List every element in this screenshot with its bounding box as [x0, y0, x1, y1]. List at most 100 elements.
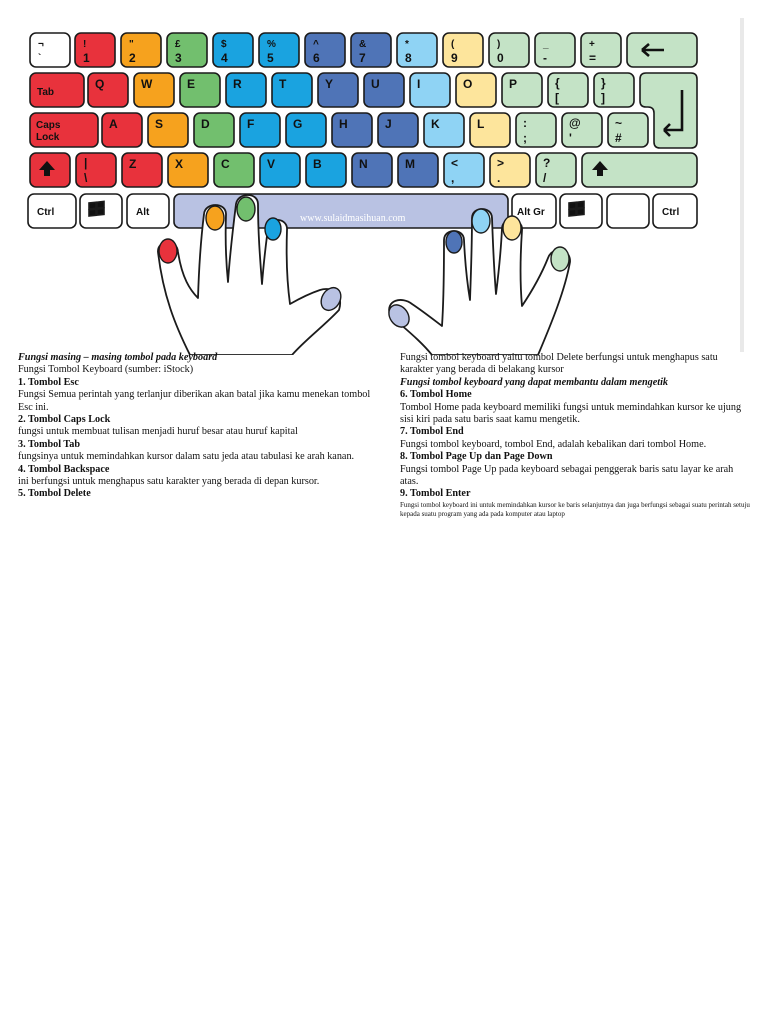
svg-text:J: J — [385, 117, 392, 131]
svg-text:Z: Z — [129, 157, 136, 171]
svg-text:R: R — [233, 77, 242, 91]
fingernail-left-middle — [236, 196, 256, 222]
keyboard-hand-position-figure: ¬` !1 "2 £3 $4 %5 ^6 &7 *8 (9 )0 _- += T… — [27, 32, 698, 355]
svg-text:3: 3 — [175, 51, 182, 65]
key-c: C — [213, 152, 255, 188]
svg-text:): ) — [497, 39, 500, 50]
key-3: £3 — [166, 32, 208, 68]
watermark-text: www.sulaidmasihuan.com — [300, 213, 406, 224]
key-backslash: |\ — [75, 152, 117, 188]
key-b: B — [305, 152, 347, 188]
fingernail-right-middle — [471, 208, 491, 234]
svg-text:$: $ — [221, 39, 227, 50]
key-w: W — [133, 72, 175, 108]
key-z: Z — [121, 152, 163, 188]
item-text-tab: fungsinya untuk memindahkan kursor dalam… — [18, 451, 355, 463]
fingernail-left-thumb — [320, 286, 342, 312]
item-text-esc: Fungsi Semua perintah yang terlanjur dib… — [18, 389, 371, 413]
key-tab: Tab — [29, 72, 85, 108]
svg-text:E: E — [187, 77, 195, 91]
item-title-enter: 9. Tombol Enter — [400, 488, 471, 500]
svg-text:6: 6 — [313, 51, 320, 65]
svg-text:2: 2 — [129, 51, 136, 65]
svg-text:M: M — [405, 157, 415, 171]
shift-arrow-icon — [39, 161, 55, 176]
key-right-ctrl: Ctrl — [652, 193, 698, 229]
key-4: $4 — [212, 32, 254, 68]
svg-text:%: % — [267, 39, 276, 50]
svg-text:K: K — [431, 117, 440, 131]
key-backspace — [626, 32, 698, 68]
svg-text:W: W — [141, 77, 153, 91]
key-right-windows — [559, 193, 603, 229]
svg-text:Alt Gr: Alt Gr — [517, 207, 545, 218]
svg-text:-: - — [543, 51, 547, 65]
right-text-column: Fungsi tombol keyboard yaitu tombol Dele… — [400, 352, 752, 519]
key-j: J — [377, 112, 419, 148]
svg-text:[: [ — [555, 91, 559, 105]
left-text-column: Fungsi masing – masing tombol pada keybo… — [18, 352, 378, 501]
fingernail-left-index — [264, 217, 282, 241]
section-heading-typing: Fungsi tombol keyboard yang dapat memban… — [400, 376, 669, 388]
key-k: K — [423, 112, 465, 148]
key-p: P — [501, 72, 543, 108]
key-g: G — [285, 112, 327, 148]
svg-text:C: C — [221, 157, 230, 171]
svg-text:@: @ — [569, 116, 581, 130]
key-left-alt: Alt — [126, 193, 170, 229]
key-equals: += — [580, 32, 622, 68]
fingernail-left-ring — [205, 205, 225, 231]
figure-caption: Fungsi Tombol Keyboard (sumber: iStock) — [18, 364, 194, 376]
svg-text:X: X — [175, 157, 183, 171]
svg-text:G: G — [293, 117, 302, 131]
svg-text:H: H — [339, 117, 348, 131]
windows-logo-icon — [568, 200, 585, 217]
svg-text:Ctrl: Ctrl — [37, 207, 54, 218]
svg-text:<: < — [451, 156, 458, 170]
svg-text:F: F — [247, 117, 254, 131]
item-text-enter: Fungsi tombol keyboard ini untuk meminda… — [400, 500, 750, 518]
key-l: L — [469, 112, 511, 148]
fingernail-right-pinky — [550, 246, 570, 272]
key-enter — [639, 72, 698, 149]
item-text-caps-lock: fungsi untuk membuat tulisan menjadi hur… — [18, 426, 298, 438]
svg-text:Ctrl: Ctrl — [662, 207, 679, 218]
fingernail-right-index — [445, 230, 463, 254]
svg-text:4: 4 — [221, 51, 228, 65]
svg-text:Q: Q — [95, 77, 104, 91]
svg-text:7: 7 — [359, 51, 366, 65]
item-text-home: Tombol Home pada keyboard memiliki fungs… — [400, 401, 742, 426]
svg-text:Tab: Tab — [37, 87, 54, 98]
enter-arrow-icon — [663, 90, 684, 137]
svg-text:1: 1 — [83, 51, 90, 65]
key-left-ctrl: Ctrl — [27, 193, 77, 229]
key-period: >. — [489, 152, 531, 188]
key-t: T — [271, 72, 313, 108]
fingernail-right-ring — [502, 215, 522, 241]
svg-text:.: . — [497, 171, 500, 185]
key-u: U — [363, 72, 405, 108]
key-0: )0 — [488, 32, 530, 68]
item-title-delete: 5. Tombol Delete — [18, 488, 91, 500]
key-r: R — [225, 72, 267, 108]
key-h: H — [331, 112, 373, 148]
image-edge-strip — [740, 18, 744, 352]
item-title-caps-lock: 2. Tombol Caps Lock — [18, 414, 111, 426]
key-x: X — [167, 152, 209, 188]
svg-text:N: N — [359, 157, 368, 171]
svg-text:': ' — [569, 131, 572, 145]
item-title-end: 7. Tombol End — [400, 426, 464, 438]
item-text-page-up-down: Fungsi tombol Page Up pada keyboard seba… — [400, 463, 734, 488]
key-v: V — [259, 152, 301, 188]
key-n: N — [351, 152, 393, 188]
svg-text:L: L — [477, 117, 484, 131]
svg-text:`: ` — [38, 53, 41, 64]
fingernail-right-thumb — [388, 304, 410, 328]
key-6: ^6 — [304, 32, 346, 68]
key-slash: ?/ — [535, 152, 577, 188]
svg-text:Y: Y — [325, 77, 333, 91]
key-close-bracket: }] — [593, 72, 635, 108]
key-f: F — [239, 112, 281, 148]
svg-text:S: S — [155, 117, 163, 131]
key-left-shift — [29, 152, 71, 188]
